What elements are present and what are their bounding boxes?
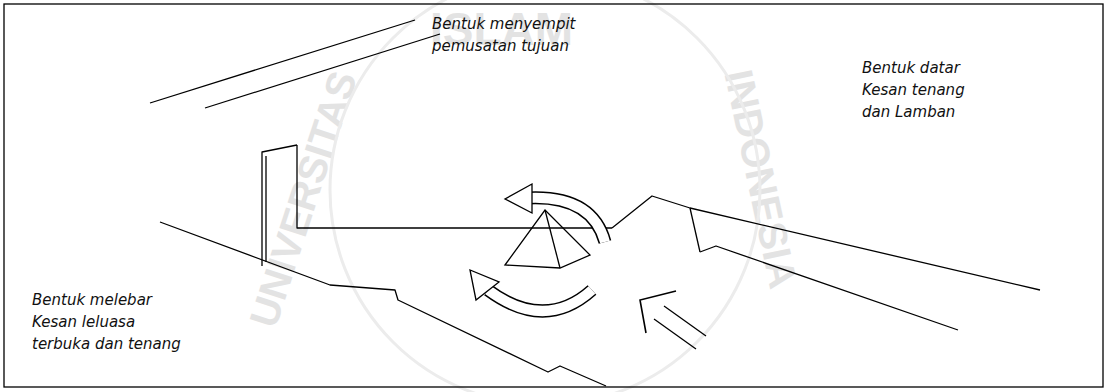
annotation-note: Bentuk melebar Kesan leluasa terbuka dan… (32, 290, 192, 355)
pyramid-edge (545, 210, 560, 268)
arrow-body (488, 290, 592, 311)
entry-arrow-head (640, 291, 676, 333)
annotation-note: Bentuk menyempit pemusatan tujuan (432, 14, 577, 58)
plaza-edge (700, 246, 958, 330)
corridor-edge (150, 20, 415, 103)
entry-arrow-line (654, 319, 696, 349)
plaza-edge (160, 222, 606, 386)
arrow-head (505, 184, 532, 213)
frame-border (4, 4, 1103, 387)
arrow-body (528, 198, 605, 242)
pyramid-symbol (505, 210, 590, 268)
arrow-head (470, 270, 499, 300)
watermark-ring (330, 0, 760, 392)
annotation-note: Bentuk datar Kesan tenang dan Lamban (862, 58, 967, 123)
circulation-arrows (470, 184, 706, 349)
entry-arrow-line (664, 306, 706, 336)
plaza-edge (612, 196, 1040, 290)
pyramid-outline (505, 210, 590, 268)
watermark-text: UNIVERSITAS (234, 64, 371, 335)
plan-lines (150, 20, 1040, 386)
arrow-outline (488, 290, 592, 311)
plaza-edge (690, 208, 700, 252)
arrow-outline (528, 198, 605, 242)
narrow-wall (265, 156, 266, 262)
